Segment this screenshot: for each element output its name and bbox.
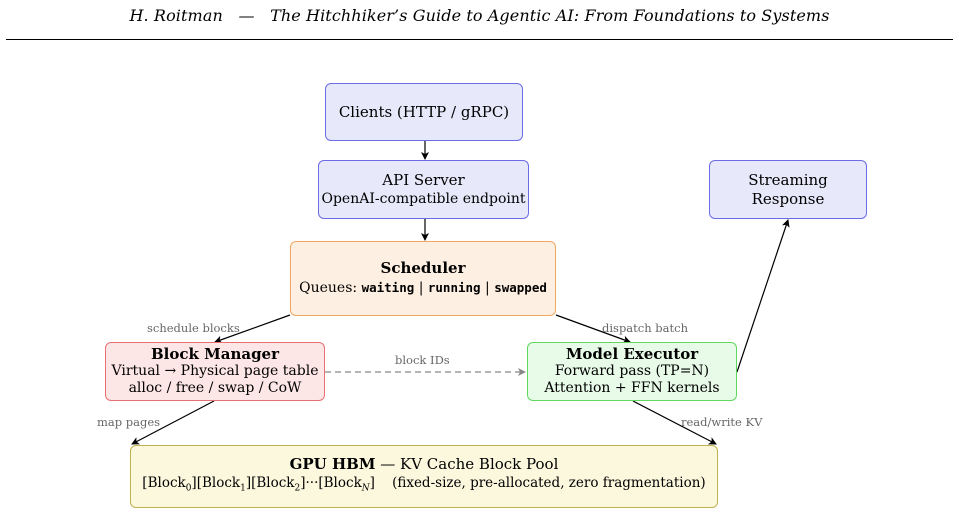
- edge-executor-streaming: [736, 219, 790, 373]
- block-manager-node: Block Manager Virtual → Physical page ta…: [105, 342, 325, 401]
- streaming-line1: Streaming: [748, 170, 828, 189]
- edge-executor-gpu: [632, 400, 717, 445]
- model-executor-node: Model Executor Forward pass (TP=N) Atten…: [527, 342, 737, 401]
- header-title: The Hitchhiker’s Guide to Agentic AI: Fr…: [270, 6, 830, 25]
- queue-running: running: [427, 280, 481, 295]
- streaming-response-node: Streaming Response: [709, 160, 867, 219]
- block-manager-line2: alloc / free / swap / CoW: [128, 380, 302, 396]
- scheduler-queues: Queues: waiting | running | swapped: [299, 278, 547, 298]
- block-sub-n: N: [361, 483, 370, 494]
- clients-node: Clients (HTTP / gRPC): [325, 83, 523, 141]
- queue-sep-2: |: [480, 280, 495, 296]
- gpu-hbm-node: GPU HBM — KV Cache Block Pool [Block0][B…: [130, 445, 718, 508]
- running-header: H. Roitman — The Hitchhiker’s Guide to A…: [0, 6, 959, 25]
- queue-sep-1: |: [414, 280, 428, 296]
- label-block-ids: block IDs: [395, 353, 450, 367]
- api-server-title: API Server: [382, 170, 465, 189]
- model-executor-line1: Forward pass (TP=N): [554, 363, 710, 379]
- label-read-write-kv: read/write KV: [681, 415, 763, 429]
- api-server-node: API Server OpenAI-compatible endpoint: [318, 160, 529, 219]
- edge-blockmanager-gpu: [131, 400, 215, 445]
- edge-scheduler-executor: [555, 314, 631, 344]
- header-rule: [6, 39, 953, 40]
- gpu-hbm-title-bold: GPU HBM: [289, 454, 376, 473]
- model-executor-title: Model Executor: [565, 345, 699, 363]
- block-sub-1: 1: [240, 483, 246, 494]
- scheduler-node: Scheduler Queues: waiting | running | sw…: [290, 241, 556, 316]
- gpu-hbm-title-rest: — KV Cache Block Pool: [375, 454, 559, 473]
- scheduler-title: Scheduler: [380, 259, 466, 277]
- block-manager-title: Block Manager: [150, 345, 279, 363]
- block-word-n: Block: [323, 474, 362, 491]
- clients-label: Clients (HTTP / gRPC): [338, 102, 510, 121]
- label-schedule-blocks: schedule blocks: [147, 321, 240, 335]
- gpu-hbm-blocks: [Block0][Block1][Block2]···[BlockN] (fix…: [142, 474, 706, 494]
- block-manager-line1: Virtual → Physical page table: [111, 363, 319, 379]
- queue-swapped: swapped: [494, 280, 547, 295]
- api-server-subtitle: OpenAI-compatible endpoint: [321, 190, 526, 207]
- block-word-1: Block: [201, 474, 241, 491]
- header-separator: —: [238, 6, 255, 25]
- model-executor-line2: Attention + FFN kernels: [544, 380, 720, 396]
- edge-scheduler-blockmanager: [214, 314, 291, 344]
- gpu-hbm-title: GPU HBM — KV Cache Block Pool: [290, 455, 559, 474]
- block-word-2: Block: [256, 474, 295, 491]
- header-author: H. Roitman: [129, 6, 223, 25]
- block-ellipsis: ···: [305, 474, 319, 491]
- gpu-hbm-note: (fixed-size, pre-allocated, zero fragmen…: [392, 474, 706, 491]
- label-map-pages: map pages: [97, 415, 161, 429]
- queue-waiting: waiting: [361, 280, 415, 295]
- block-word-0: Block: [147, 474, 186, 491]
- label-dispatch-batch: dispatch batch: [602, 321, 688, 335]
- streaming-line2: Response: [751, 189, 825, 208]
- block-sub-0: 0: [185, 483, 192, 494]
- block-sub-2: 2: [294, 483, 301, 494]
- queues-prefix: Queues:: [299, 280, 362, 296]
